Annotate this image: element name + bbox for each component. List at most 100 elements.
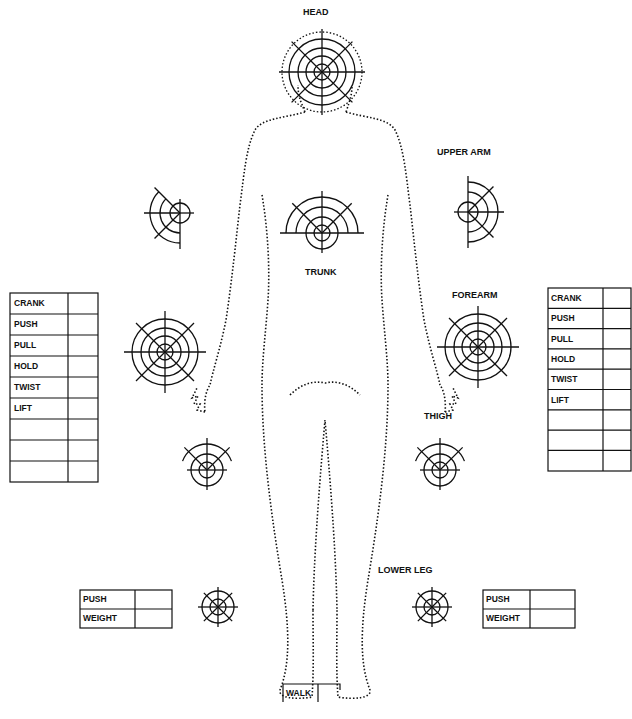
stroke — [10, 439, 98, 440]
stroke — [322, 42, 352, 72]
table-cell: LIFT — [551, 396, 569, 405]
stroke — [206, 438, 207, 470]
stroke — [431, 607, 432, 627]
stroke — [10, 397, 98, 398]
stroke — [10, 334, 98, 335]
force-target — [198, 587, 238, 627]
stroke — [165, 323, 194, 352]
force-target — [124, 311, 206, 393]
force-target — [279, 29, 365, 115]
body-part-label: TRUNK — [305, 268, 337, 277]
table-cell: PUSH — [14, 320, 38, 329]
stroke — [207, 447, 230, 470]
table-cell: PUSH — [83, 595, 107, 604]
stroke — [449, 318, 478, 347]
stroke — [10, 376, 98, 377]
stroke — [322, 232, 364, 233]
stroke — [548, 450, 631, 451]
stroke — [292, 72, 322, 102]
stroke — [439, 438, 440, 470]
force-target — [280, 191, 364, 253]
stroke — [279, 71, 322, 72]
stroke — [477, 347, 478, 388]
stroke — [449, 347, 478, 376]
stroke — [468, 212, 493, 237]
force-target — [412, 587, 452, 627]
body-outline — [192, 85, 458, 698]
stroke — [165, 351, 206, 352]
stroke — [439, 470, 440, 490]
stroke — [467, 212, 468, 248]
table-cell: WEIGHT — [486, 614, 520, 623]
tables — [10, 288, 631, 702]
body-part-label: UPPER ARM — [437, 148, 491, 157]
table-cell: WEIGHT — [83, 614, 117, 623]
stroke — [412, 606, 432, 607]
table-cell: CRANK — [551, 294, 582, 303]
table-cell: HOLD — [551, 355, 575, 364]
stroke — [10, 460, 98, 461]
stroke — [548, 430, 631, 431]
stroke — [467, 176, 468, 212]
stroke — [432, 593, 446, 607]
stroke — [144, 212, 180, 213]
stroke — [420, 469, 440, 470]
stroke — [218, 593, 232, 607]
stroke — [548, 409, 631, 410]
stroke — [155, 188, 180, 213]
stroke — [417, 447, 440, 470]
force-target — [437, 306, 519, 388]
stroke — [432, 606, 452, 607]
stroke — [321, 72, 322, 115]
stroke — [204, 593, 218, 607]
force-target — [416, 438, 465, 490]
stroke — [155, 213, 180, 238]
table-cell: CRANK — [14, 299, 45, 308]
stroke — [206, 470, 207, 490]
stroke — [10, 418, 98, 419]
stroke — [280, 232, 322, 233]
stroke — [321, 191, 322, 233]
stroke — [468, 187, 493, 212]
body-part-label: FOREARM — [452, 291, 498, 300]
body-part-label: THIGH — [424, 412, 452, 421]
stroke — [187, 469, 207, 470]
stroke — [136, 323, 165, 352]
body-part-label: LOWER LEG — [378, 566, 433, 575]
stroke — [217, 587, 218, 607]
body-part-label: HEAD — [303, 8, 329, 17]
stroke — [468, 211, 504, 212]
table-cell: TWIST — [551, 375, 577, 384]
stroke — [204, 607, 218, 621]
stroke — [478, 346, 519, 347]
stroke — [418, 607, 432, 621]
force-target — [144, 188, 194, 249]
force-targets — [124, 29, 519, 627]
stroke — [179, 213, 180, 249]
stroke — [292, 42, 322, 72]
stroke — [454, 211, 468, 212]
stroke — [136, 352, 165, 381]
table-cell: WALK — [286, 689, 311, 698]
stroke — [440, 447, 463, 470]
force-target — [183, 438, 232, 490]
stroke — [179, 199, 180, 213]
stroke — [548, 389, 631, 390]
stroke — [217, 607, 218, 627]
stroke — [218, 607, 232, 621]
stroke — [437, 346, 478, 347]
stroke — [548, 369, 631, 370]
stroke — [150, 192, 180, 243]
stroke — [322, 203, 352, 233]
stroke — [292, 203, 322, 233]
stroke — [322, 71, 365, 72]
stroke — [321, 29, 322, 72]
stroke — [432, 607, 446, 621]
table-cell: PUSH — [551, 314, 575, 323]
stroke — [165, 352, 194, 381]
stroke — [548, 328, 631, 329]
stroke — [478, 318, 507, 347]
stroke — [164, 352, 165, 393]
